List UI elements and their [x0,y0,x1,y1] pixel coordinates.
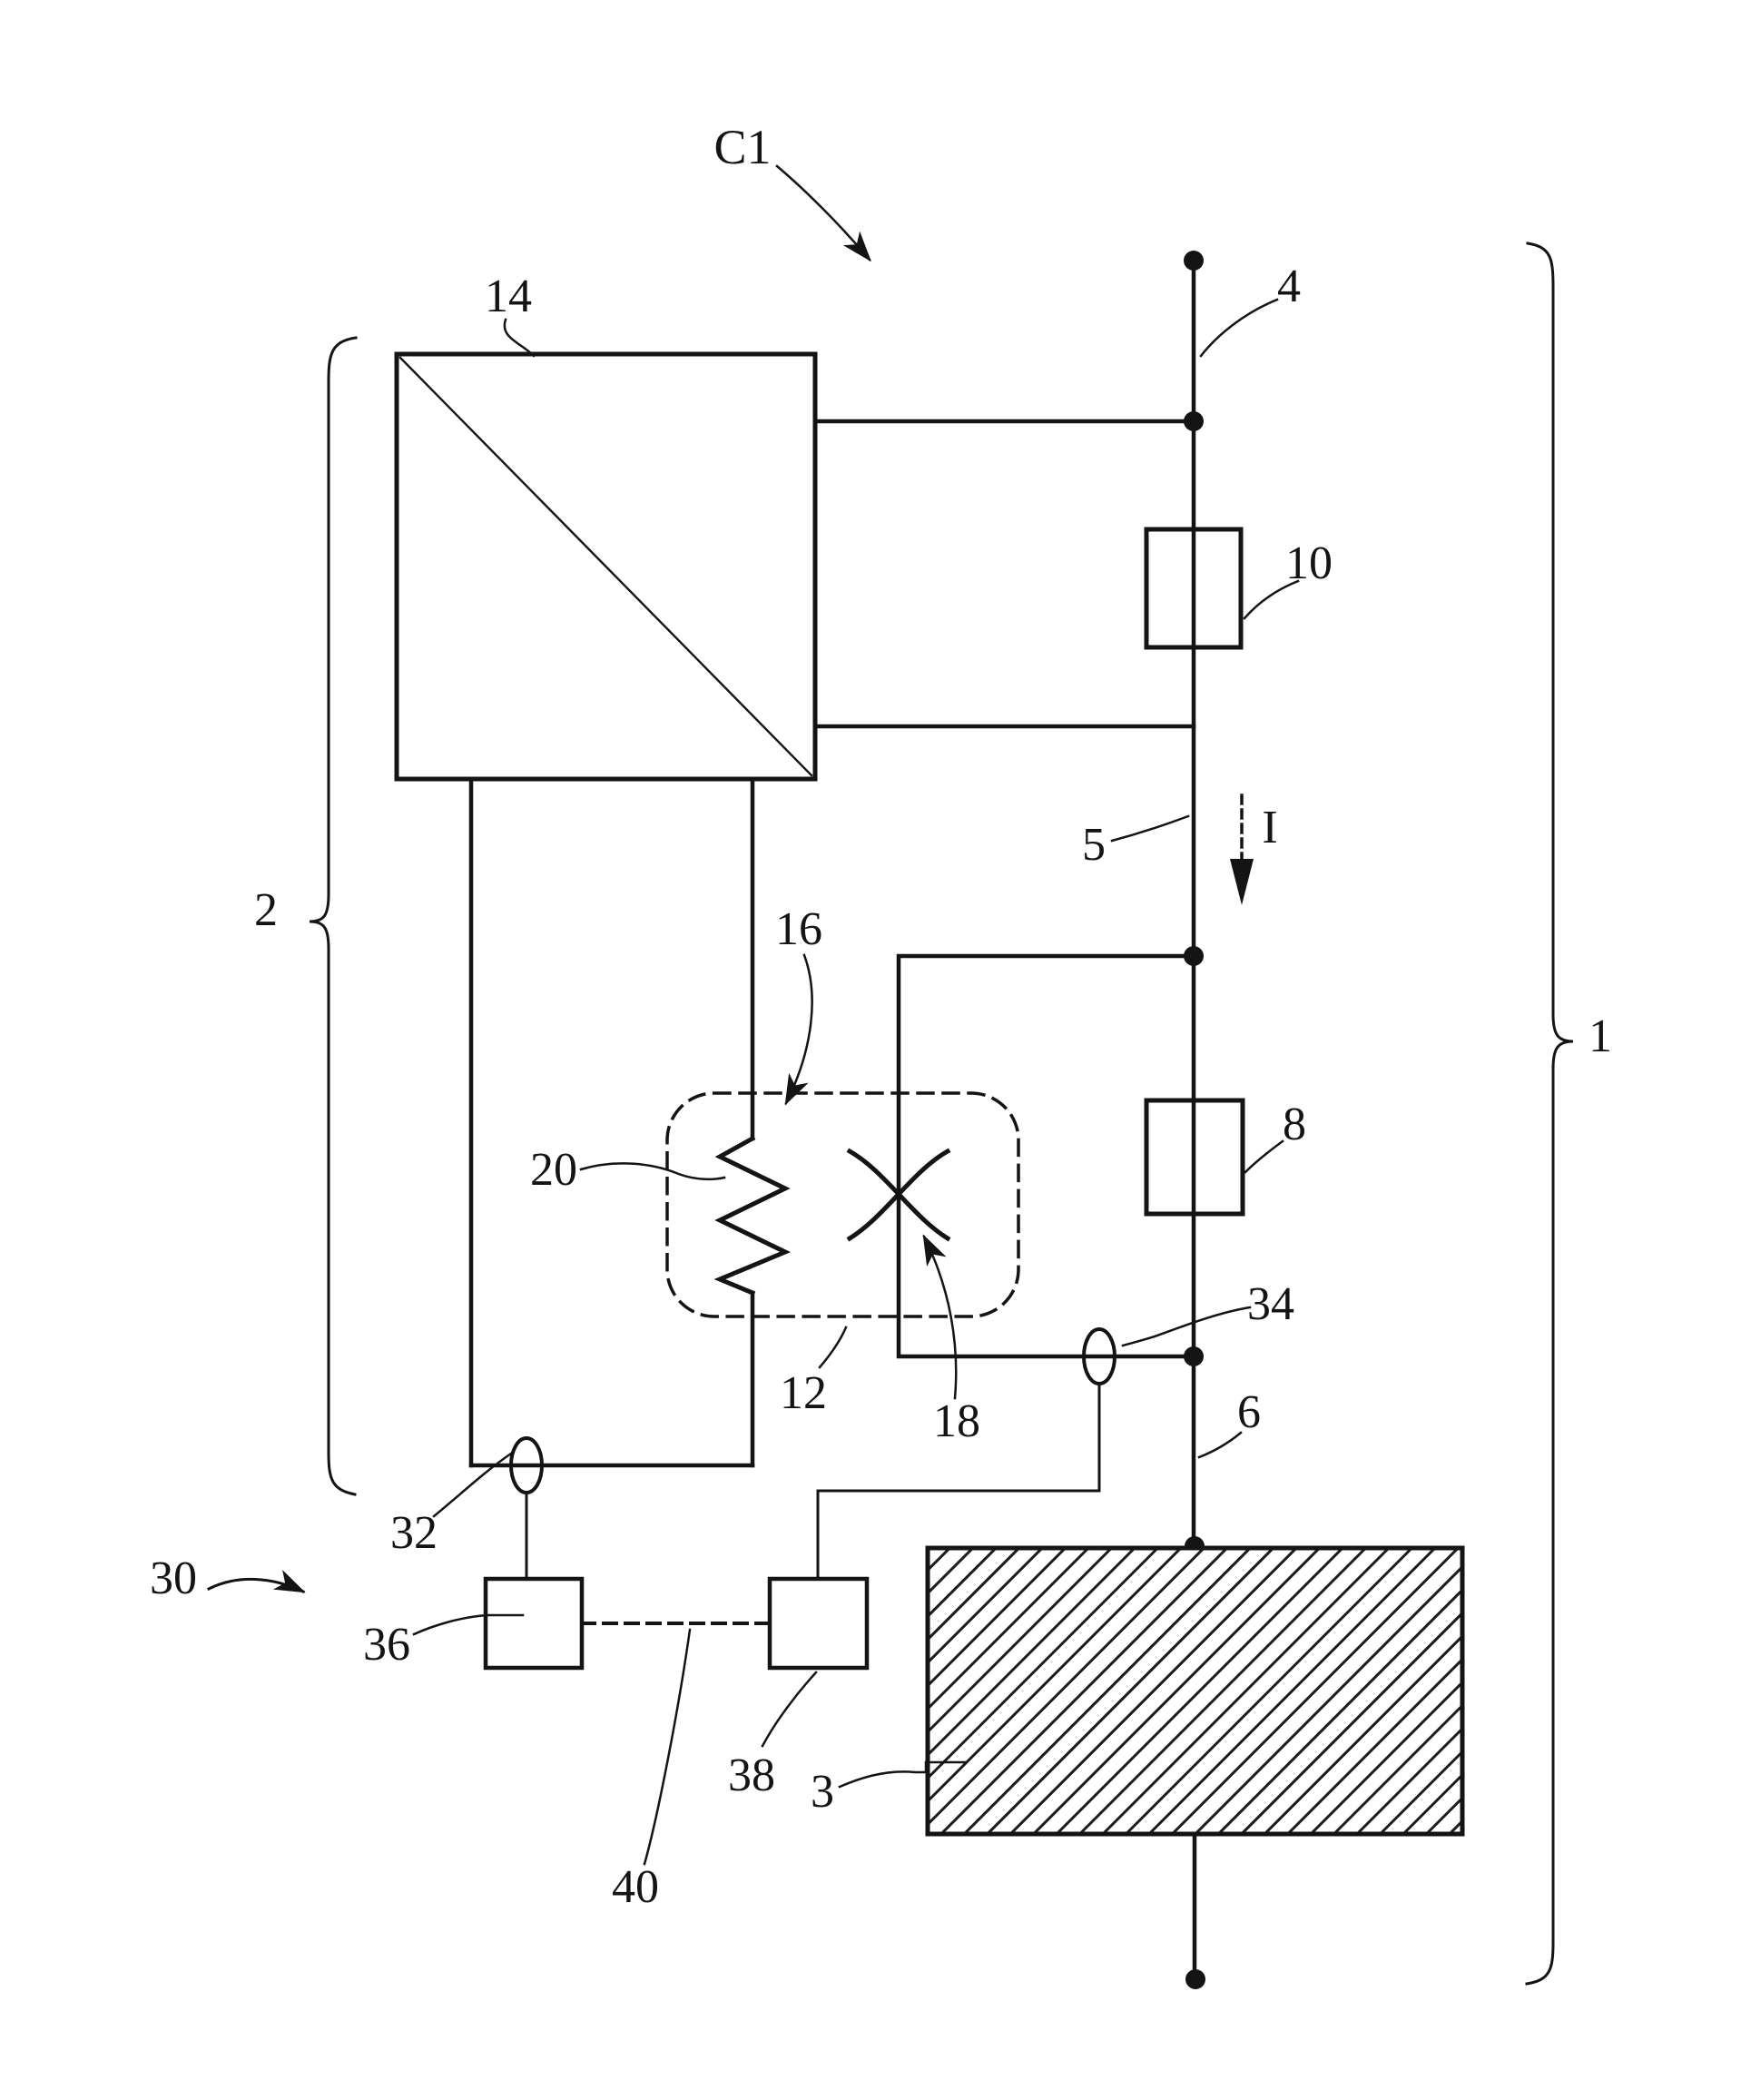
label-2: 2 [254,884,278,936]
label-36: 36 [363,1619,410,1671]
label-1: 1 [1589,1011,1612,1062]
label-3: 3 [811,1766,834,1818]
label-14: 14 [485,271,532,322]
brace-left-2 [309,336,358,1496]
converter-outline [394,351,818,782]
label-16: 16 [775,903,822,955]
brace-right-1 [1525,242,1574,1986]
sensor-34-drop-wire [816,1382,1101,1581]
leader-8 [1244,1139,1284,1174]
arrows [206,164,1254,1593]
breaker-branch [846,953,1196,1359]
label-20: 20 [530,1144,577,1196]
label-18: 18 [933,1395,980,1447]
control-system-30-arrow [206,1569,306,1593]
label-30: 30 [150,1553,197,1604]
resistor-branch [468,1135,792,1468]
switch-box-8 [1144,1098,1245,1217]
leader-10 [1243,579,1300,620]
label-c1: C1 [713,120,771,174]
label-40: 40 [612,1861,659,1913]
c1-pointer-arrow [775,164,871,262]
sensor-32-group [509,1436,544,1581]
converter-box-14 [394,351,818,782]
load-box-3-hatched [925,1545,1465,1837]
switch-box-10 [1144,527,1244,650]
leader-38 [761,1671,818,1748]
labels: C1 14 4 10 5 I 16 20 8 12 18 34 6 32 30 … [150,120,1612,1913]
leader-36 [412,1613,525,1636]
current-arrow-head [1230,859,1254,905]
label-12: 12 [780,1367,827,1419]
leader-18-arrow [922,1234,958,1400]
label-4: 4 [1277,261,1301,312]
leader-lines [412,298,1300,1866]
leader-16-arrow [784,953,813,1106]
leader-14 [503,318,536,358]
label-38: 38 [728,1750,775,1801]
breaker-x-icon [846,1148,951,1242]
label-34: 34 [1247,1278,1294,1330]
leader-40 [643,1628,692,1866]
label-6: 6 [1237,1386,1261,1438]
leader-5 [1110,814,1190,843]
leader-12 [818,1326,848,1369]
label-8: 8 [1283,1099,1306,1150]
controller-box-36 [483,1576,585,1671]
terminal-dot-bottom [1185,1969,1205,1989]
dashed-module-12 [665,1091,1020,1318]
leader-32 [432,1452,513,1518]
terminal-dot-top [1184,251,1204,271]
leader-34 [1121,1306,1252,1347]
label-current: I [1262,802,1277,853]
leader-20 [579,1162,726,1181]
label-32: 32 [390,1507,438,1559]
leader-4 [1199,298,1279,358]
label-5: 5 [1082,819,1106,871]
resistor-zigzag-20 [713,1135,792,1296]
converter-diagonal-line [398,356,813,777]
leader-6 [1197,1431,1243,1459]
breaker-branch-wire [896,953,1196,1359]
converter-wires [468,419,1196,1468]
controller-box-38 [767,1576,870,1671]
leader-3 [838,1760,968,1789]
sensor-34-group [816,1327,1116,1581]
label-10: 10 [1285,537,1333,589]
